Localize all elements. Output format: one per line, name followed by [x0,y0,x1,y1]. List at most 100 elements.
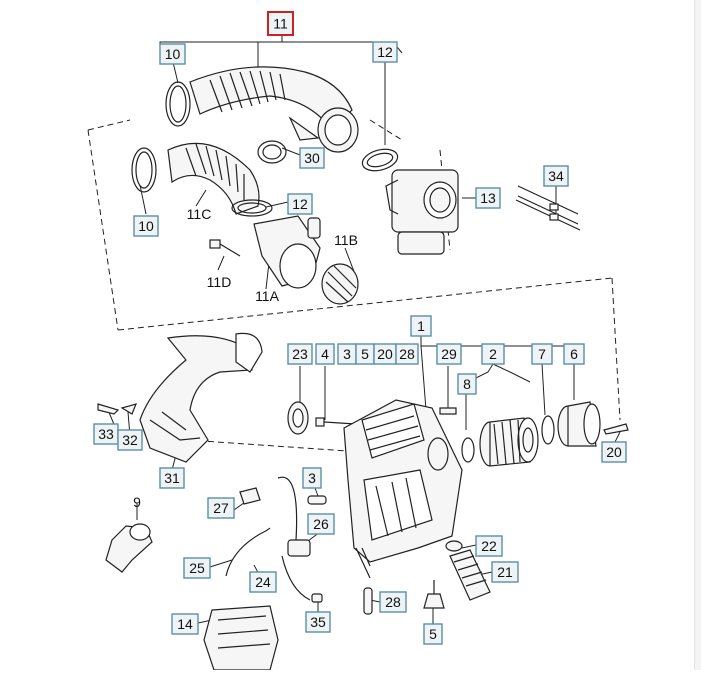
callout-box-28 [379,591,407,613]
callout-label-22: 22 [481,538,497,554]
callout-label-3: 3 [308,470,316,486]
callout-box-34 [543,165,569,187]
callout-label-11B: 11B [334,232,358,248]
part-filter-element-2 [479,417,539,467]
callout-label-29: 29 [441,346,457,362]
callout-box-25 [183,557,211,579]
callout-label-28: 28 [385,594,401,610]
callout-label-20: 20 [606,444,622,460]
callout-box-31 [159,467,185,489]
callout-box-27 [207,497,235,519]
window-edge [694,0,701,670]
part-intake-duct-31 [139,332,263,463]
part-hose-11C [167,142,260,215]
callout-box-23 [287,343,313,365]
part-throttle-body-13 [385,169,459,255]
callout-label-11: 11 [273,16,288,32]
callout-label-33: 33 [98,426,114,442]
callout-label-11D: 11D [207,274,232,290]
callout-box-21 [491,561,519,583]
callout-label-2: 2 [489,346,497,362]
part-screen-11B [321,263,359,305]
callout-box-11 [267,11,294,36]
part-hose-29 [439,407,457,415]
part-cap-22 [445,540,463,552]
part-grommet-23 [287,401,309,435]
callout-box-24 [249,571,277,593]
callout-box-5 [423,623,443,645]
callout-label-11C: 11C [187,206,212,222]
part-valve-5 [423,580,445,609]
part-clamp-10-lower [131,147,157,193]
callout-label-13: 13 [480,190,496,206]
part-connector-35 [311,593,323,603]
callout-box-26 [307,513,335,535]
callout-box-32 [117,429,143,451]
callout-box-14 [171,613,199,635]
callout-box-3 [302,467,322,489]
callout-label-1: 1 [417,318,425,334]
callout-label-14: 14 [177,616,193,632]
part-bolt-4 [315,417,357,427]
part-duct-14 [203,605,279,671]
callout-box-10 [133,215,159,237]
callout-label-7: 7 [538,346,546,362]
callout-label-9: 9 [133,494,141,510]
callout-box-13 [475,187,501,209]
callout-label-8: 8 [463,376,471,392]
callout-box-30 [299,147,325,169]
callout-label-26: 26 [313,516,329,532]
part-screw-20 [603,423,629,435]
part-clamp-12-lower [231,199,273,217]
callout-label-32: 32 [122,432,138,448]
part-cable-ties-34 [515,185,581,231]
callout-label-28: 28 [399,346,415,362]
callout-box-12 [372,41,398,63]
callout-label-34: 34 [548,168,564,184]
part-air-filter-housing-1 [343,399,463,579]
part-pin-28-lower [363,587,373,615]
callout-box-29 [436,343,462,365]
callout-label-25: 25 [189,560,205,576]
part-clip-3 [307,495,327,505]
callout-box-10 [159,43,186,65]
part-bolt-11D [209,239,241,257]
part-clamp-12-upper [361,148,399,172]
callout-label-27: 27 [213,500,229,516]
callout-label-5: 5 [429,626,437,642]
part-cover-6 [557,401,601,447]
callout-label-4: 4 [321,346,329,362]
callout-label-21: 21 [497,564,513,580]
callout-box-22 [475,535,503,557]
callout-label-10: 10 [138,218,154,234]
part-hose-9 [105,523,153,573]
callout-box-12 [287,193,313,215]
callout-label-30: 30 [304,150,320,166]
callout-label-3: 3 [343,346,351,362]
part-intake-hose-11 [189,66,359,153]
part-oring-30 [257,140,287,164]
part-clamp-10-upper [165,81,191,127]
callout-box-2 [481,343,505,365]
callout-box-7 [531,343,553,365]
callout-box-35 [305,611,331,633]
callout-label-12: 12 [377,44,393,60]
part-wiring-25-24 [225,527,311,601]
callout-label-24: 24 [255,574,271,590]
part-bellows-21 [449,549,491,601]
callout-label-6: 6 [570,346,578,362]
part-clip-27 [239,487,261,505]
callout-label-5: 5 [361,346,369,362]
callout-box-4 [315,343,335,365]
callout-label-31: 31 [164,470,180,486]
callout-box-6 [563,343,585,365]
callout-label-23: 23 [292,346,308,362]
callout-label-35: 35 [310,614,326,630]
callout-box-8 [457,373,477,395]
callout-label-20: 20 [377,346,393,362]
callout-box-20 [601,441,627,463]
part-oring-8 [461,437,475,463]
